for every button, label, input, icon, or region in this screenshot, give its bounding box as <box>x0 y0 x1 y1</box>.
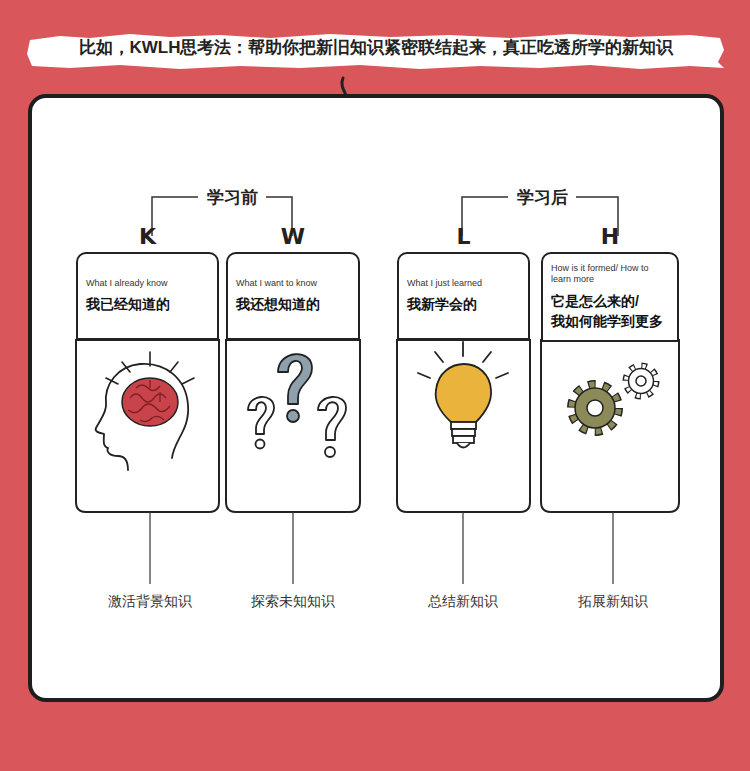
step-label: 拓展新知识 <box>578 593 648 611</box>
leader-line <box>150 512 613 584</box>
english-caption: How is it formed/ How to learn more <box>551 263 669 286</box>
english-caption: What I want to know <box>236 278 350 290</box>
picture-box <box>226 340 360 512</box>
card-letter: L <box>399 224 528 249</box>
card-letter: K <box>78 224 217 249</box>
chinese-caption: 我还想知道的 <box>236 294 350 314</box>
picture-box <box>76 340 219 512</box>
title-banner <box>27 34 724 69</box>
head-brain-icon <box>96 352 194 470</box>
english-caption: What I just learned <box>407 278 520 290</box>
card-header-box: KWhat I already know我已经知道的 <box>76 252 219 340</box>
card-header-box: LWhat I just learned我新学会的 <box>397 252 530 340</box>
phase-label: 学习前 <box>203 186 262 209</box>
card-letter: H <box>543 224 677 249</box>
question-marks-icon <box>248 354 346 457</box>
title-text: 比如，KWLH思考法：帮助你把新旧知识紧密联结起来，真正吃透所学的新知识 <box>30 36 722 59</box>
english-caption: What I already know <box>86 278 209 290</box>
chinese-caption: 它是怎么来的/ 我如何能学到更多 <box>551 291 669 332</box>
card-header-box: WWhat I want to know我还想知道的 <box>226 252 360 340</box>
step-label: 探索未知知识 <box>251 593 335 611</box>
gears-icon <box>573 367 655 430</box>
card-header-box: HHow is it formed/ How to learn more它是怎么… <box>541 252 679 342</box>
card-letter: W <box>228 224 358 249</box>
chinese-caption: 我新学会的 <box>407 294 520 314</box>
picture-box <box>541 340 679 512</box>
phase-label: 学习后 <box>513 186 572 209</box>
light-bulb-icon <box>418 342 508 448</box>
panel <box>30 96 722 700</box>
step-label: 激活背景知识 <box>108 593 192 611</box>
chinese-caption: 我已经知道的 <box>86 294 209 314</box>
step-label: 总结新知识 <box>428 593 498 611</box>
picture-box <box>397 340 530 512</box>
